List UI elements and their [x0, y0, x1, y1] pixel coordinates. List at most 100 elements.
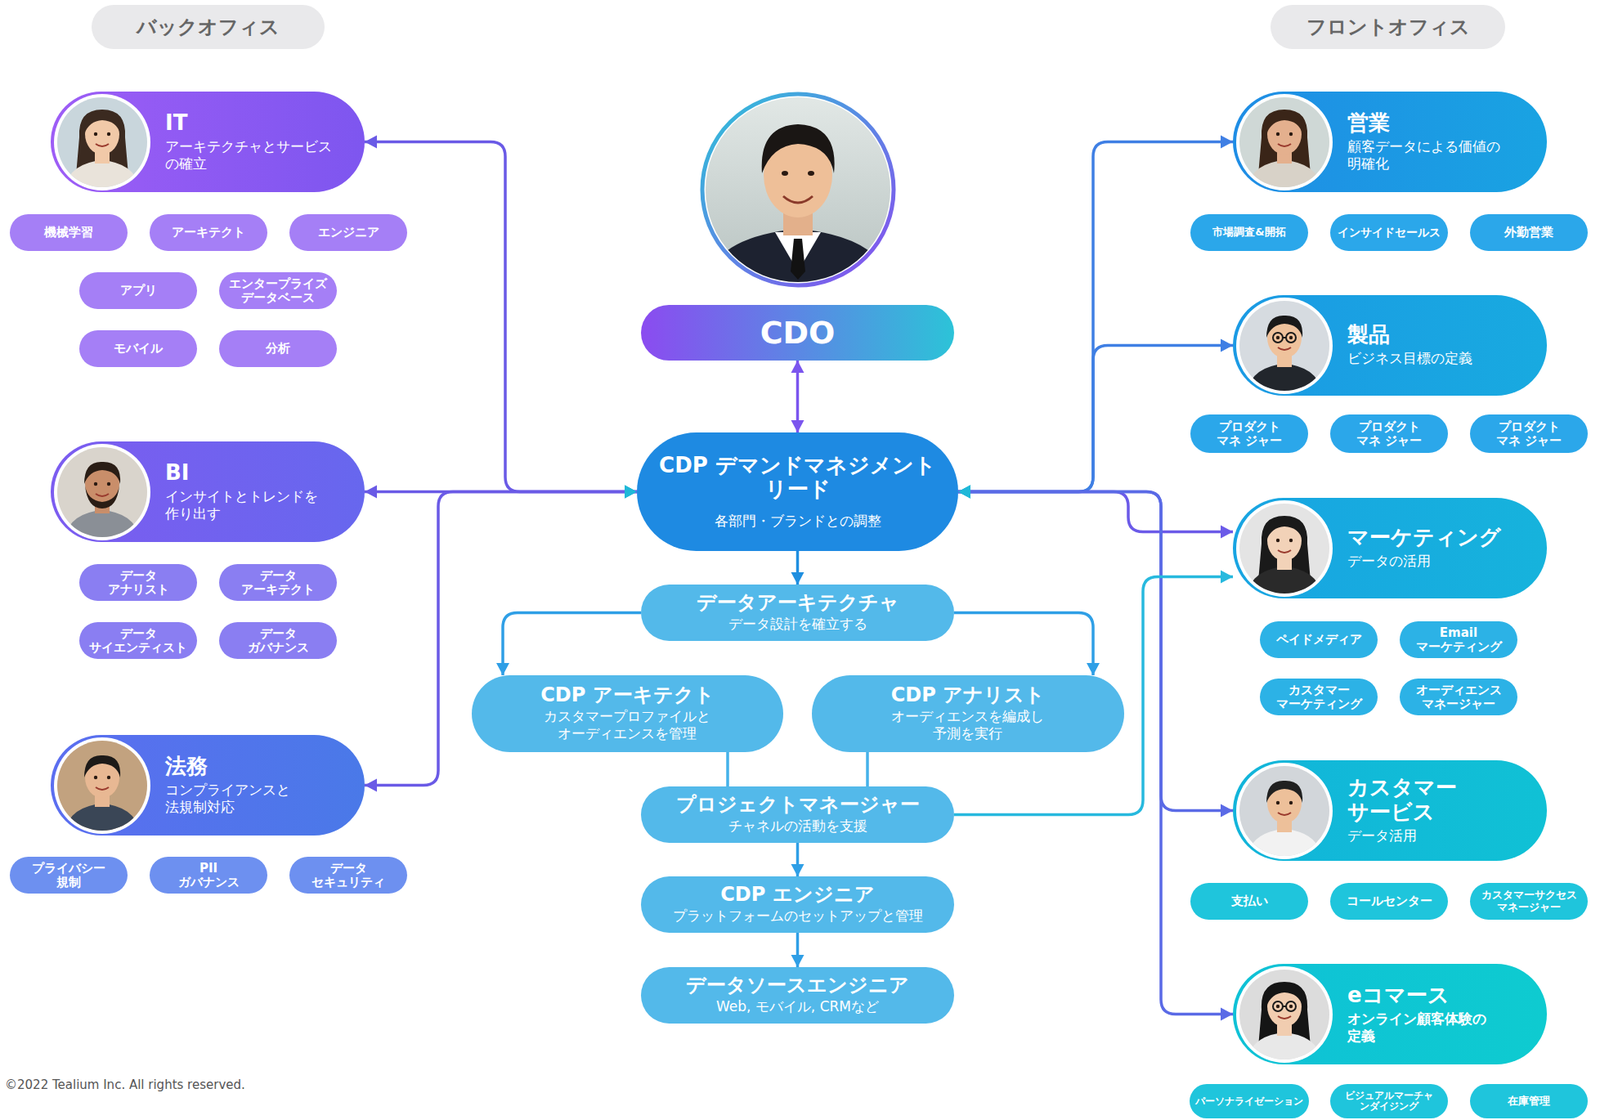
department-pill: 営業顧客データによる価値の 明確化 [1232, 91, 1547, 193]
node-title: CDP アーキテクト [540, 684, 714, 707]
arrowhead [1220, 135, 1233, 149]
avatar-part [1289, 131, 1293, 135]
connector [958, 339, 1233, 499]
connector [791, 551, 805, 585]
node-title: データソースエンジニア [685, 974, 910, 997]
arrowhead [1220, 525, 1233, 539]
node-title: データ アーキテクト [241, 569, 315, 596]
arrowhead [624, 485, 637, 499]
department-pill: マーケティングデータの活用 [1232, 497, 1547, 599]
avatar-part [1276, 537, 1280, 542]
connector [958, 485, 1233, 1022]
role-pill: インサイドセールス [1330, 214, 1448, 251]
node-title: CDP エンジニア [720, 883, 874, 906]
avatar-photo [1235, 93, 1334, 192]
avatar-part [84, 461, 121, 484]
avatar-part [64, 160, 140, 192]
text-group: データ セキュリティ [311, 861, 386, 888]
connector [791, 360, 805, 433]
avatar-part [95, 143, 109, 147]
connector-line [958, 492, 1233, 812]
text-group: アプリ [120, 283, 157, 297]
avatar-photo [1235, 965, 1334, 1064]
arrowhead [624, 485, 637, 499]
role-pill: 支払い [1190, 882, 1309, 920]
role-pill: カスタマーサクセス マネージャー [1470, 882, 1588, 920]
avatar-part [107, 131, 111, 135]
node-subtitle: オーディエンスを編成し 予測を実行 [891, 708, 1045, 744]
node-title: ビジュアルマーチャ ンダイジング [1344, 1090, 1434, 1112]
text-group: CDP アーキテクトカスタマープロファイルと オーディエンスを管理 [540, 684, 714, 743]
avatar-part [1246, 1032, 1323, 1064]
role-pill: プロダクト マネ ジャー [1470, 414, 1588, 453]
text-group: カスタマー マーケティング [1276, 683, 1363, 710]
node-title: PII ガバナンス [178, 861, 240, 888]
avatar-part [1277, 143, 1291, 147]
copyright-note: ©2022 Tealium Inc. All rights reserved. [4, 1077, 246, 1093]
node-title: カスタマー サービス [1347, 775, 1457, 825]
avatar-part [85, 485, 120, 509]
avatar-part [1276, 800, 1280, 804]
node-title: パーソナライゼーション [1195, 1096, 1304, 1108]
avatar-part [1266, 111, 1303, 134]
text-group: ペイドメディア [1276, 632, 1363, 646]
node-title: 機械学習 [44, 225, 94, 239]
avatar-part [1235, 965, 1334, 1064]
department-pill: eコマースオンライン顧客体験の 定義 [1232, 963, 1547, 1065]
arrowhead [791, 420, 805, 433]
node-subtitle: データ設計を確立する [728, 615, 868, 633]
role-pill: データ アーキテクト [219, 564, 337, 601]
role-pill: パーソナライゼーション [1189, 1084, 1309, 1119]
avatar-part [1282, 336, 1287, 339]
avatar-part [53, 93, 152, 192]
text-group: CDO [760, 315, 836, 351]
avatar-part [53, 443, 152, 542]
avatar-part [1276, 335, 1280, 339]
portrait-eye [781, 170, 789, 176]
section-header: バックオフィス [91, 4, 325, 50]
avatar-photo [53, 736, 152, 835]
role-pill: 市場調査&開拓 [1190, 214, 1309, 251]
text-group: フロントオフィス [1306, 13, 1471, 41]
text-group: 外勤営業 [1504, 225, 1554, 239]
avatar-part [1246, 829, 1323, 861]
portrait-background [703, 94, 893, 285]
role-pill: 機械学習 [9, 214, 128, 251]
text-group: eコマースオンライン顧客体験の 定義 [1347, 963, 1487, 1065]
text-group: プロダクト マネ ジャー [1493, 420, 1565, 447]
text-group: プロダクト マネ ジャー [1214, 420, 1285, 447]
avatar-photo [1235, 761, 1334, 861]
node-subtitle: コンプライアンスと 法規制対応 [165, 781, 291, 817]
connector [791, 842, 805, 877]
arrowhead [791, 360, 805, 373]
text-group: データ サイエンティスト [89, 627, 188, 654]
node-title: プライバシー 規制 [31, 861, 106, 888]
role-pill: アーキテクト [149, 214, 268, 251]
node-title: データ ガバナンス [247, 627, 310, 654]
process-pill: CDP アナリストオーディエンスを編成し 予測を実行 [811, 675, 1125, 753]
avatar-part [1277, 550, 1291, 553]
node-title: データ アナリスト [107, 569, 170, 596]
node-title: コールセンター [1346, 894, 1433, 908]
avatar-part [1235, 296, 1334, 395]
node-subtitle: カスタマープロファイルと オーディエンスを管理 [543, 708, 711, 744]
role-pill: エンタープライズ データベース [219, 272, 337, 310]
text-group: Email マーケティング [1416, 626, 1502, 653]
avatar-part [1266, 983, 1303, 1006]
avatar-part [1266, 314, 1303, 337]
node-subtitle: インサイトとトレンドを 作り出す [165, 488, 319, 524]
avatar-part [1246, 363, 1323, 395]
node-title: カスタマー マーケティング [1276, 683, 1363, 710]
text-group: オーディエンス マネージャー [1416, 683, 1502, 710]
avatar-part [1276, 131, 1280, 135]
node-title: データ セキュリティ [311, 861, 386, 888]
node-title: 営業 [1347, 111, 1390, 136]
arrowhead [364, 485, 377, 499]
arrowhead [958, 485, 971, 499]
node-subtitle: アーキテクチャとサービス の確立 [165, 138, 332, 174]
process-pill: CDP エンジニアプラットフォームのセットアップと管理 [640, 876, 955, 933]
text-group: 法務コンプライアンスと 法規制対応 [165, 735, 291, 836]
text-group: プロジェクトマネージャーチャネルの活動を支援 [676, 793, 920, 835]
node-title: CDP アナリスト [891, 684, 1045, 707]
text-group: カスタマー サービスデータ活用 [1347, 760, 1457, 861]
